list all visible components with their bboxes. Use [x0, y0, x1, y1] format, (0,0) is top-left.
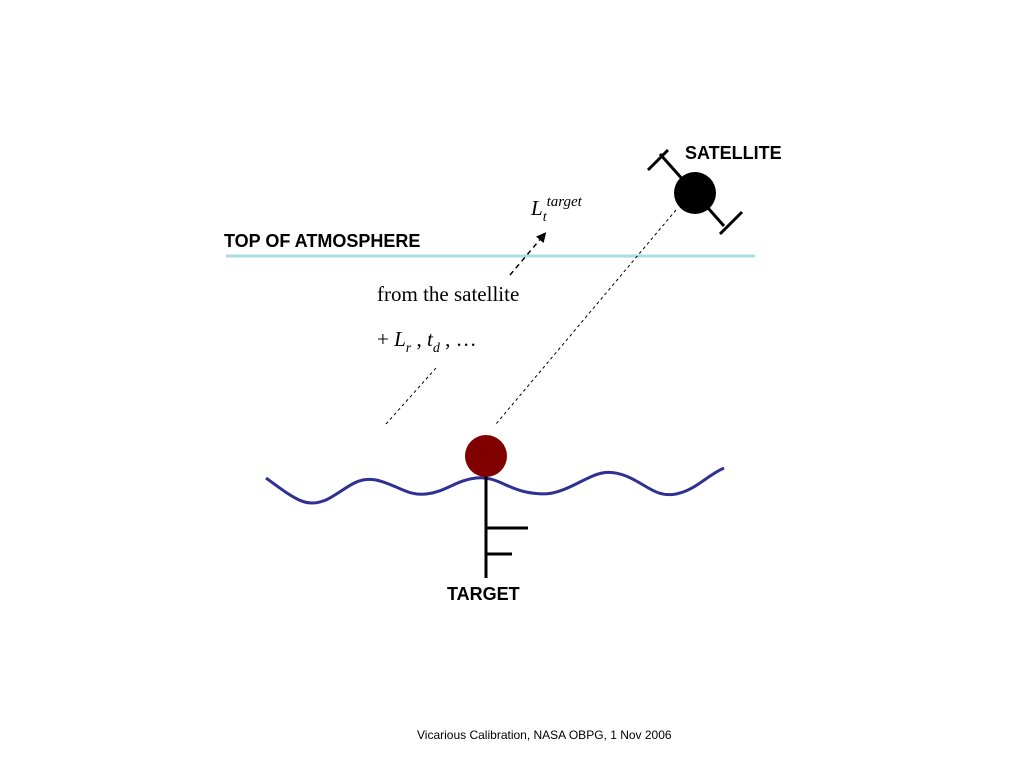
radiance-superscript: target — [546, 194, 582, 210]
water-surface-wave — [265, 466, 725, 505]
target-buoy-icon — [465, 435, 528, 578]
plus-sign: + — [377, 327, 389, 351]
top-of-atmosphere-label: TOP OF ATMOSPHERE — [224, 231, 421, 251]
footer-citation: Vicarious Calibration, NASA OBPG, 1 Nov … — [417, 728, 672, 742]
satellite-label: SATELLITE — [685, 143, 782, 163]
radiance-label: Lttarget — [531, 194, 582, 225]
radiance-symbol: L — [531, 196, 543, 220]
annotation-line2: + Lr , td , … — [377, 327, 477, 356]
td-symbol: t — [426, 327, 433, 351]
separator-1: , — [416, 327, 422, 351]
td-subscript: d — [432, 341, 440, 356]
ellipsis: … — [455, 327, 477, 351]
upwelling-line-lower — [385, 367, 437, 425]
lr-symbol: L — [394, 327, 406, 351]
satellite-icon — [646, 148, 744, 236]
lr-subscript: r — [405, 341, 412, 356]
satellite-view-line — [495, 209, 677, 425]
radiance-subscript: t — [542, 210, 547, 225]
separator-2: , — [445, 327, 451, 351]
target-label: TARGET — [447, 584, 520, 604]
annotation-line1: from the satellite — [377, 282, 520, 306]
